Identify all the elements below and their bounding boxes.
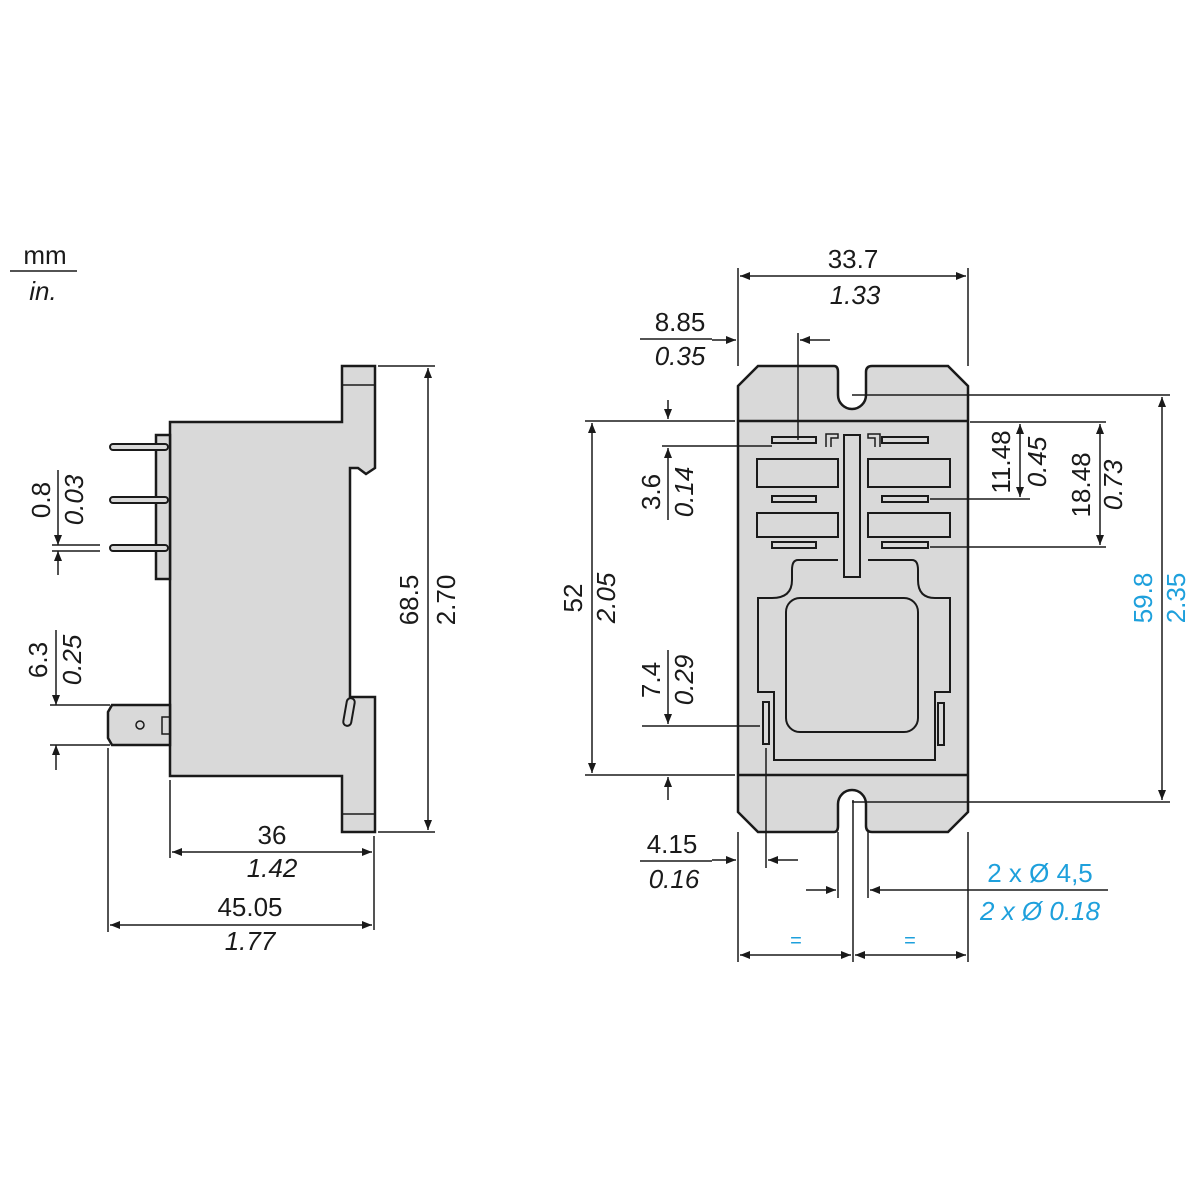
unit-mm: mm	[23, 240, 66, 270]
dim-overall-depth-in: 1.77	[225, 926, 277, 956]
dim-holes-in: 2 x Ø 0.18	[979, 896, 1100, 926]
equal-left: =	[790, 930, 802, 952]
dim-pin-thickness-in: 0.03	[59, 474, 89, 525]
side-view: 68.5 2.70 0.8 0.03 6.3 0.25 36 1.42 45.0…	[23, 364, 461, 956]
coil-pin-right	[937, 702, 945, 746]
dim-body-depth-mm: 36	[258, 820, 287, 850]
dim-pin-offset-in: 0.35	[655, 341, 706, 371]
dim-width-mm: 33.7	[828, 244, 879, 274]
dim-side-pin-mm: 4.15	[647, 829, 698, 859]
dim-holes-mm: 2 x Ø 4,5	[987, 858, 1093, 888]
contact-pins	[771, 433, 929, 549]
dim-top-pin-in: 0.14	[669, 467, 699, 518]
dim-mounting-pitch-in: 2.35	[1161, 573, 1191, 624]
dim-top-pin-mm: 3.6	[636, 474, 666, 510]
center-pin	[843, 434, 861, 578]
quick-connect-tab	[106, 703, 172, 747]
units-legend: mm in.	[10, 240, 77, 306]
dim-height-in: 2.70	[431, 575, 461, 626]
dim-tab-width-in: 0.25	[57, 634, 87, 685]
dim-pin-row3-mm: 18.48	[1066, 452, 1096, 517]
dim-width-in: 1.33	[830, 280, 881, 310]
dim-pin-row2-in: 0.45	[1022, 436, 1052, 487]
dim-body-depth-in: 1.42	[247, 853, 298, 883]
dim-body-height-mm: 52	[558, 584, 588, 613]
pins	[109, 443, 169, 552]
coil	[785, 597, 919, 733]
pin-block	[154, 433, 172, 581]
coil-pin-left	[762, 701, 770, 745]
dim-bottom-pin-mm: 7.4	[636, 662, 666, 698]
dim-tab-width-mm: 6.3	[23, 642, 53, 678]
latch	[342, 697, 356, 727]
dim-pin-offset-mm: 8.85	[655, 307, 706, 337]
dim-height-mm: 68.5	[394, 575, 424, 626]
mounting-flange	[168, 364, 377, 834]
equal-right: =	[904, 930, 916, 952]
dim-overall-depth-mm: 45.05	[217, 892, 282, 922]
dim-side-pin-in: 0.16	[649, 864, 700, 894]
dim-mounting-pitch-mm: 59.8	[1128, 573, 1158, 624]
dim-body-height-in: 2.05	[591, 572, 621, 624]
unit-in: in.	[29, 276, 56, 306]
coil-frame	[757, 559, 951, 761]
dim-pin-row2-mm: 11.48	[986, 430, 1016, 493]
dim-bottom-pin-in: 0.29	[669, 655, 699, 706]
dim-pin-row3-in: 0.73	[1098, 459, 1128, 510]
dim-pin-thickness-mm: 0.8	[26, 482, 56, 518]
front-view: 33.7 1.33 8.85 0.35 52 2.05 3.6 0.14 7.4…	[558, 244, 1191, 962]
